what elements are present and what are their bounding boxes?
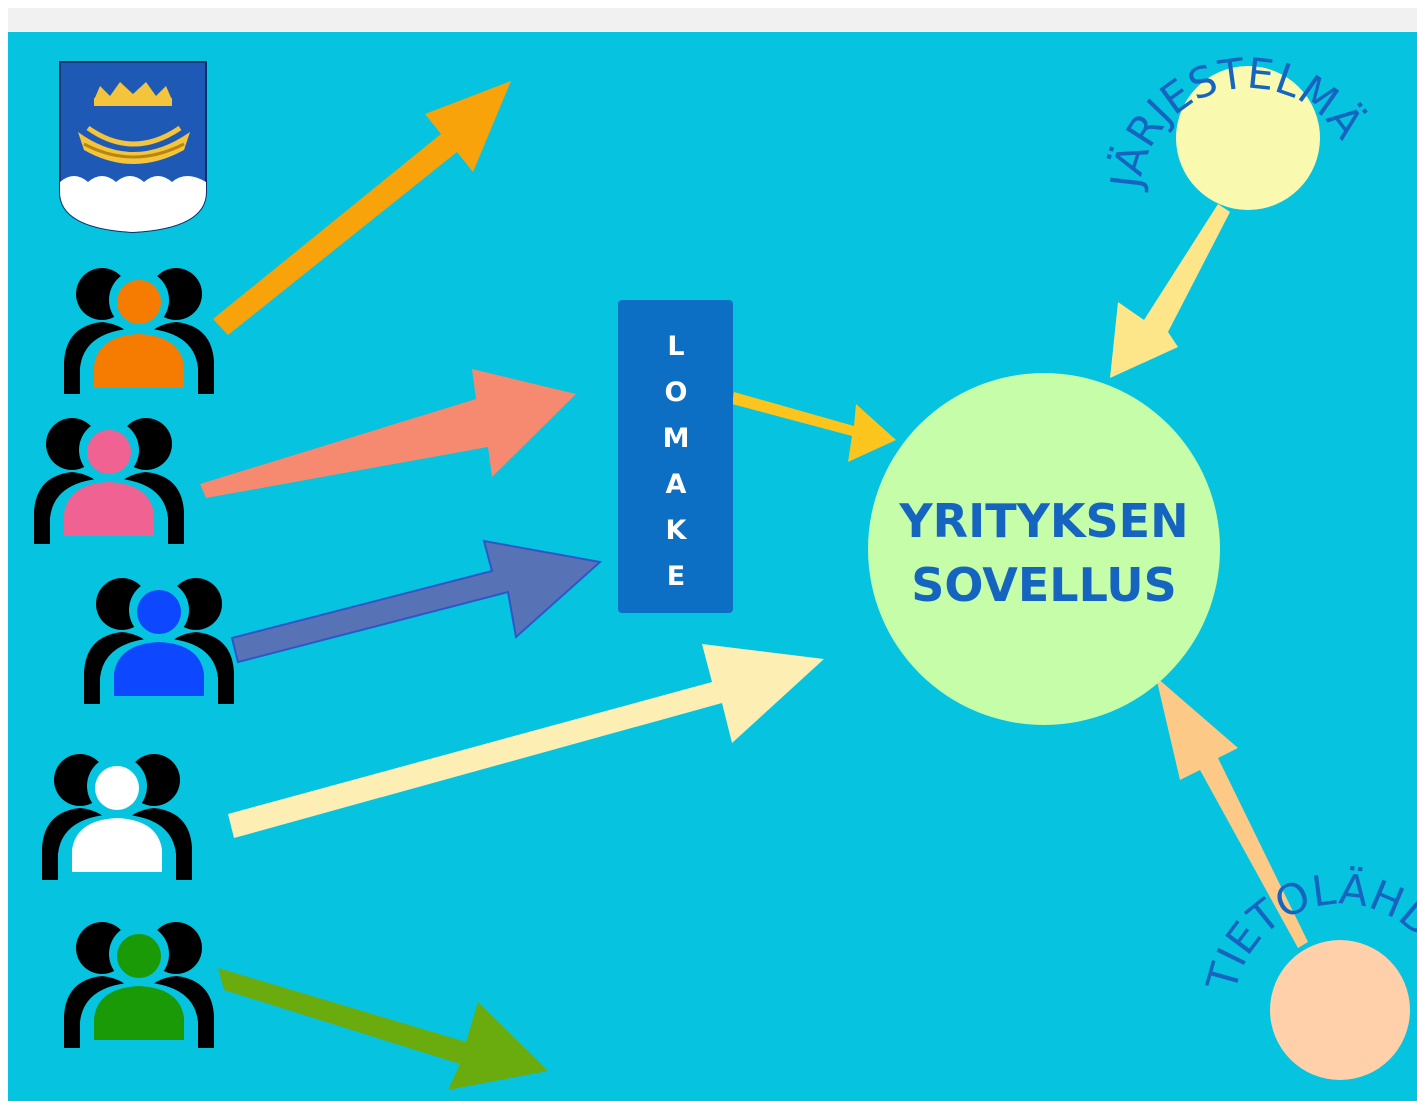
jarjestelma-node: JÄRJESTELMÄ: [1101, 48, 1374, 210]
lomake-letter-a: A: [666, 469, 687, 500]
diagram-canvas: L O M A K E YRITYKSEN SOVELLUS JÄRJESTEL…: [8, 32, 1417, 1101]
lomake-letter-k: K: [666, 515, 688, 546]
lomake-letter-e: E: [667, 561, 685, 592]
center-label-line2: SOVELLUS: [911, 558, 1177, 612]
center-label-line1: YRITYKSEN: [898, 494, 1188, 548]
user-group-white-icon: [42, 754, 192, 880]
lomake-letter-o: O: [665, 377, 688, 408]
arrow-green-out: [218, 968, 548, 1090]
lomake-letter-m: M: [663, 423, 690, 454]
lomake-box: L O M A K E: [618, 300, 733, 613]
arrow-orange-out: [213, 81, 511, 335]
user-group-blue-icon: [84, 578, 234, 704]
arrow-tietolahde-to-center: [1156, 677, 1308, 948]
yrityksen-sovellus-node: YRITYKSEN SOVELLUS: [868, 373, 1220, 725]
arrow-blue-to-lomake: [230, 539, 603, 664]
arrow-jarjestelma-to-center: [1110, 204, 1230, 378]
user-group-orange-icon: [64, 268, 214, 394]
arrow-lightyellow-to-center: [228, 644, 824, 838]
top-bar: [8, 8, 1417, 32]
user-group-green-icon: [64, 922, 214, 1048]
arrow-pink-to-lomake: [200, 369, 576, 498]
user-group-pink-icon: [34, 418, 184, 544]
helsinki-coat-of-arms-icon: [59, 61, 207, 234]
lomake-letter-l: L: [667, 331, 684, 362]
arrow-lomake-to-center: [732, 392, 896, 462]
